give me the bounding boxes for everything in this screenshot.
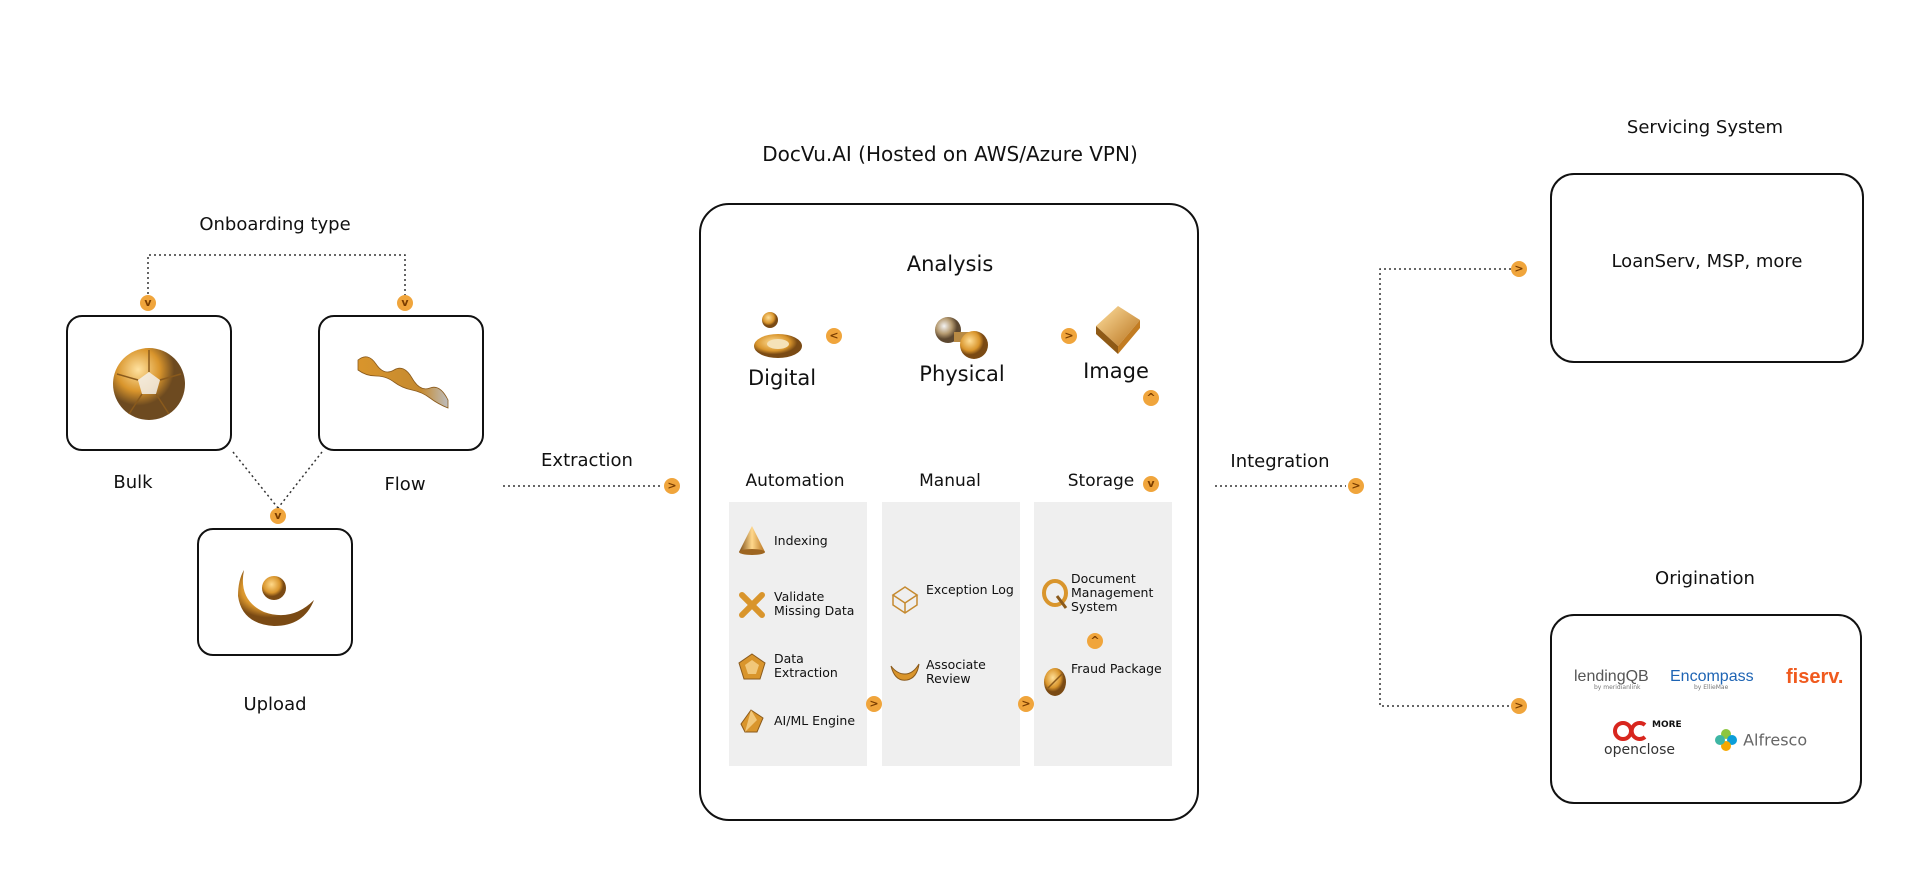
- crystal-icon: [740, 709, 764, 733]
- flow-card[interactable]: [318, 315, 484, 451]
- bowl-icon: [890, 663, 920, 681]
- origination-title: Origination: [1655, 568, 1755, 589]
- automation-item-indexing: Indexing: [774, 533, 828, 548]
- upload-card[interactable]: [197, 528, 353, 656]
- ribbon-icon: [357, 356, 449, 409]
- automation-item-validate: Validate Missing Data: [774, 589, 855, 618]
- servicing-content: LoanServ, MSP, more: [1611, 251, 1803, 272]
- chevron-right-icon: >: [1018, 696, 1034, 712]
- chevron-down-icon: v: [140, 295, 156, 311]
- column-manual-title: Manual: [919, 471, 981, 491]
- physical-icon: [935, 317, 988, 359]
- chevron-down-icon: v: [270, 508, 286, 524]
- ring-icon: [1042, 579, 1068, 609]
- analysis-title: Analysis: [906, 252, 994, 276]
- chevron-right-icon: >: [1348, 478, 1364, 494]
- automation-item-aiml: AI/ML Engine: [774, 713, 856, 728]
- storage-item-dms: Document Management System: [1071, 571, 1154, 614]
- wireframe-cube-icon: [891, 586, 919, 614]
- column-automation-title: Automation: [745, 471, 845, 491]
- source-physical: Physical: [919, 362, 1005, 386]
- chevron-up-icon: ^: [1087, 633, 1103, 649]
- extraction-label: Extraction: [541, 450, 633, 471]
- automation-item-extraction: Data Extraction: [774, 651, 838, 680]
- chevron-right-icon: >: [1511, 698, 1527, 714]
- chevron-down-icon: v: [1143, 476, 1159, 492]
- lendingqb-logo: lendingQB by meridianlink: [1574, 668, 1649, 691]
- origination-card[interactable]: lendingQB by meridianlink Encompass by E…: [1550, 614, 1862, 804]
- manual-item-associate: Associate Review: [926, 657, 986, 686]
- source-digital: Digital: [747, 366, 817, 390]
- column-storage-title: Storage: [1067, 471, 1135, 491]
- integration-label: Integration: [1230, 451, 1330, 472]
- chevron-right-icon: >: [664, 478, 680, 494]
- encompass-logo: Encompass by EllieMae: [1670, 668, 1754, 691]
- cone-icon: [739, 526, 765, 555]
- storage-item-fraud: Fraud Package: [1071, 661, 1162, 676]
- flow-label: Flow: [384, 474, 426, 495]
- soccer-ball-icon: [113, 348, 185, 420]
- upload-label: Upload: [243, 694, 307, 715]
- bulk-label: Bulk: [113, 472, 153, 493]
- chevron-right-icon: >: [1511, 261, 1527, 277]
- manual-item-exception: Exception Log: [926, 582, 1014, 597]
- cross-icon: [739, 592, 765, 618]
- digital-icon: [754, 312, 802, 358]
- alfresco-logo: Alfresco: [1714, 728, 1807, 752]
- platform-title: DocVu.AI (Hosted on AWS/Azure VPN): [762, 142, 1138, 166]
- bulk-card[interactable]: [66, 315, 232, 451]
- chevron-right-icon: >: [866, 696, 882, 712]
- chevron-right-icon: >: [1061, 328, 1077, 344]
- manual-column: [882, 502, 1020, 766]
- pentagon-icon: [738, 653, 766, 680]
- swirl-icon: [238, 570, 314, 626]
- servicing-title: Servicing System: [1626, 117, 1784, 138]
- alfresco-flower-icon: [1715, 729, 1737, 751]
- servicing-card[interactable]: LoanServ, MSP, more: [1550, 173, 1864, 363]
- chevron-left-icon: <: [826, 328, 842, 344]
- onboarding-title: Onboarding type: [199, 214, 351, 235]
- image-icon: [1096, 306, 1140, 354]
- chevron-up-icon: ^: [1143, 390, 1159, 406]
- chevron-down-icon: v: [397, 295, 413, 311]
- fiserv-logo: fiserv.: [1786, 666, 1844, 688]
- egg-icon: [1044, 668, 1066, 696]
- openclose-mark-icon: [1613, 721, 1647, 741]
- storage-column: [1034, 502, 1172, 766]
- source-image: Image: [1083, 359, 1149, 383]
